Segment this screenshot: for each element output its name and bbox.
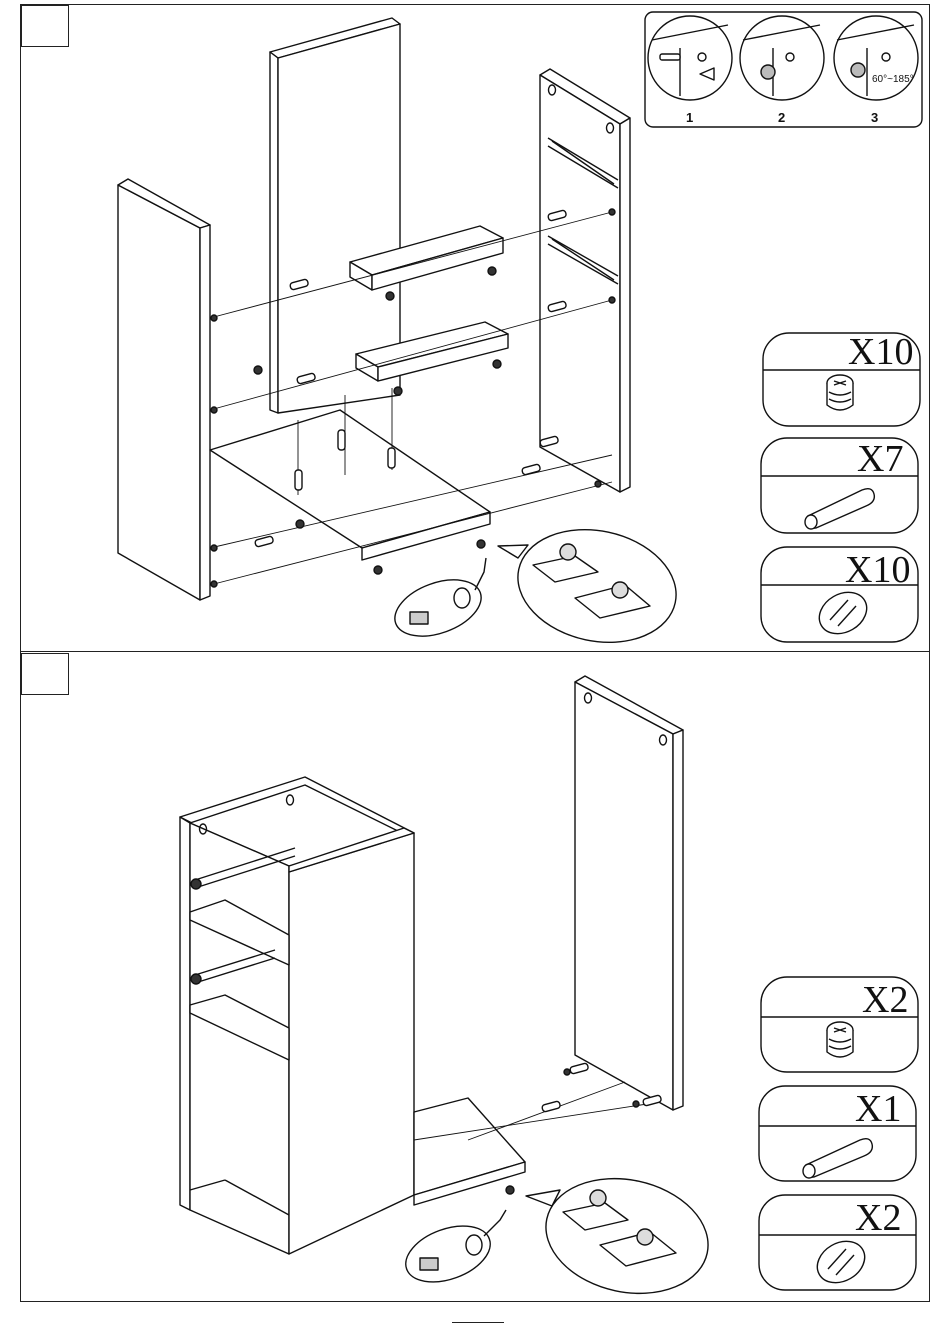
inset-label-1: 1 xyxy=(686,110,693,125)
dowel-qty-step1: X7 xyxy=(857,438,903,480)
inset-angle-text: 60°~185° xyxy=(872,74,914,85)
right-side-panel-step2 xyxy=(575,676,683,1110)
cam-insert-callout xyxy=(387,558,489,647)
cam-lock-callout xyxy=(498,516,687,657)
step-1-exploded-view: 1 2 3 60°~185° X10 X7 xyxy=(118,12,922,656)
cover-cap-qty-step2: X2 xyxy=(855,1197,901,1239)
inset-label-3: 3 xyxy=(871,110,878,125)
fittings-step2 xyxy=(506,1069,639,1194)
step-2-assembly-view: X2 X1 X2 xyxy=(180,676,918,1308)
cam-lock-qty-step2: X2 xyxy=(862,979,908,1021)
cover-cap-qty-step1: X10 xyxy=(845,549,910,591)
right-side-panel xyxy=(540,69,630,492)
inset-label-2: 2 xyxy=(778,110,785,125)
cam-lock-qty-step1: X10 xyxy=(848,331,913,373)
dowel-qty-step2: X1 xyxy=(855,1088,901,1130)
cam-lock-icon xyxy=(827,1022,853,1057)
bottom-panel xyxy=(210,410,490,560)
cam-lock-callout-step2 xyxy=(526,1164,719,1308)
cam-lock-icon xyxy=(827,375,853,410)
cam-insert-callout-step2 xyxy=(398,1210,506,1293)
page-number-mark xyxy=(452,1322,504,1329)
left-side-panel xyxy=(118,179,210,600)
